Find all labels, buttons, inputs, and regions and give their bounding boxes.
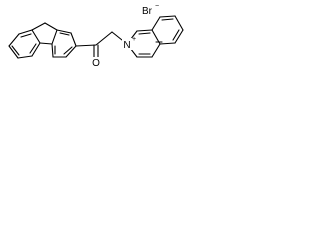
bond bbox=[136, 29, 153, 32]
double-bond-inner bbox=[63, 46, 73, 55]
bond bbox=[95, 31, 113, 46]
nitrogen-label: N bbox=[123, 40, 130, 51]
ketone-linker bbox=[75, 31, 128, 58]
double-bond-inner bbox=[20, 33, 32, 38]
bond bbox=[31, 42, 41, 57]
oxygen-label: O bbox=[92, 58, 100, 69]
bond bbox=[44, 22, 58, 31]
bond bbox=[159, 42, 176, 45]
molecule-structure: O N + Br − bbox=[8, 3, 184, 69]
bond bbox=[8, 45, 19, 59]
bond bbox=[174, 15, 184, 31]
bond bbox=[75, 44, 97, 47]
bromide-label: Br bbox=[142, 6, 153, 17]
bond bbox=[31, 22, 46, 31]
fluorene-five-ring bbox=[31, 22, 58, 45]
isoquinolinium-benzo-ring bbox=[151, 15, 184, 45]
bond bbox=[56, 29, 72, 34]
fluorene-left-ring bbox=[8, 29, 41, 59]
nitrogen-charge: + bbox=[132, 36, 136, 43]
bond bbox=[17, 55, 33, 59]
double-bond-inner bbox=[11, 45, 20, 56]
bond bbox=[174, 29, 184, 44]
double-bond-inner bbox=[29, 43, 37, 54]
isoquinolinium-pyridine-ring bbox=[126, 29, 161, 58]
bond bbox=[151, 43, 161, 58]
bond bbox=[65, 45, 77, 58]
bond bbox=[151, 16, 161, 31]
double-bond-inner bbox=[59, 32, 70, 36]
bond bbox=[51, 29, 58, 45]
bromide-counterion: Br − bbox=[142, 3, 159, 17]
nitrogen-atom: N + bbox=[122, 36, 136, 51]
double-bond-inner bbox=[138, 32, 151, 35]
oxygen-atom: O bbox=[91, 57, 101, 69]
bromide-charge: − bbox=[155, 3, 159, 10]
bond bbox=[70, 32, 77, 47]
bond bbox=[159, 15, 176, 18]
double-bond-inner bbox=[161, 18, 174, 21]
bond bbox=[51, 43, 54, 58]
bond bbox=[8, 33, 20, 47]
fluorene-right-ring bbox=[51, 29, 77, 58]
bond bbox=[18, 29, 33, 35]
double-bond-inner bbox=[172, 29, 180, 41]
bond bbox=[31, 29, 41, 44]
bond bbox=[39, 42, 53, 45]
